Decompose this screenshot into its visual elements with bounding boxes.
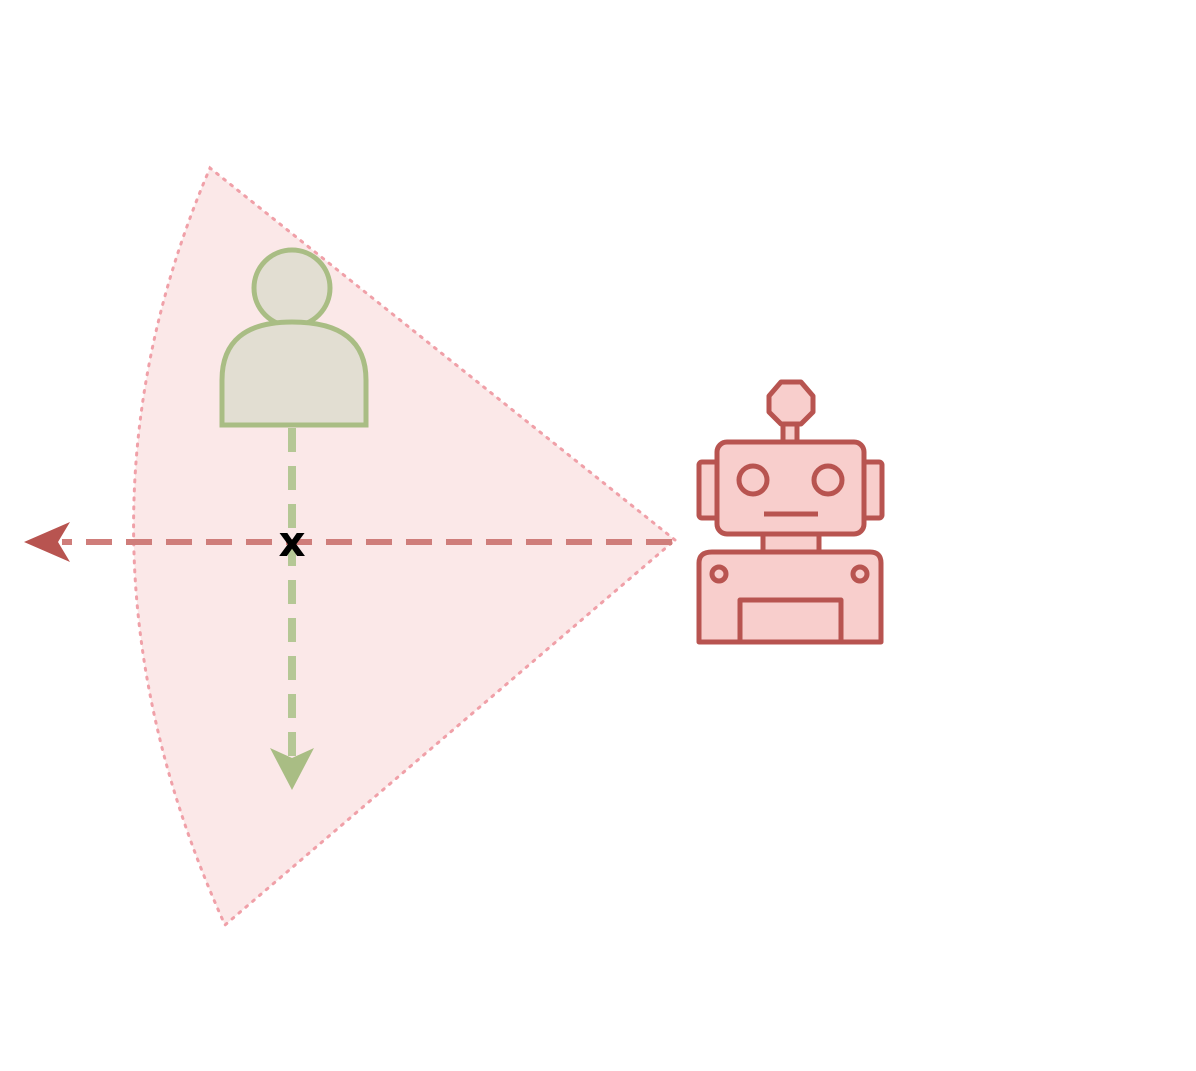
robot-right-eye xyxy=(811,463,845,497)
robot-direction-arrow xyxy=(24,522,672,562)
robot-left-eye xyxy=(736,463,770,497)
robot-right-bolt xyxy=(850,564,870,584)
robot-left-bolt xyxy=(709,564,729,584)
person-body xyxy=(219,319,369,428)
intersection-marker: x xyxy=(278,517,305,566)
robot-chest-panel xyxy=(737,597,844,645)
robot-arrowhead xyxy=(24,522,70,562)
robot-antenna-stem xyxy=(780,421,800,445)
field-of-view-cone xyxy=(132,165,678,928)
robot-neck xyxy=(760,531,822,555)
person-arrowhead xyxy=(270,748,314,790)
person-direction-arrow xyxy=(270,428,314,790)
robot-icon xyxy=(696,379,885,645)
person-head xyxy=(251,247,333,329)
person-icon xyxy=(219,247,369,428)
robot-antenna-ball xyxy=(766,379,816,427)
